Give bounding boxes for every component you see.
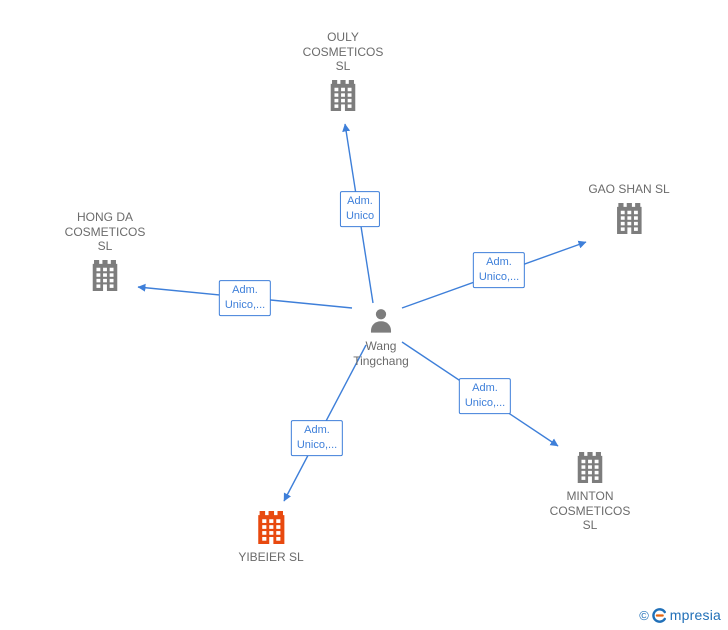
person-icon <box>367 307 395 335</box>
edge-label-hongda[interactable]: Adm. Unico,... <box>218 280 272 316</box>
node-minton-cosmeticos[interactable]: MINTON COSMETICOS SL <box>548 452 632 533</box>
building-icon <box>577 452 603 483</box>
node-person-wang-tingchang[interactable]: Wang Tingchang <box>350 307 412 368</box>
empresia-logo-e-icon <box>652 607 666 623</box>
node-ouly-cosmeticos[interactable]: OULY COSMETICOS SL <box>301 30 385 111</box>
building-icon <box>616 203 642 234</box>
node-label-minton: MINTON COSMETICOS SL <box>549 489 631 533</box>
node-gao-shan[interactable]: GAO SHAN SL <box>588 182 670 234</box>
brand-text: mpresia <box>669 607 721 623</box>
node-label-yibeier: YIBEIER SL <box>238 550 304 564</box>
building-icon <box>92 260 118 291</box>
copyright-symbol: © <box>639 607 649 623</box>
edge-label-yibeier[interactable]: Adm. Unico,... <box>290 420 344 456</box>
node-label-hongda: HONG DA COSMETICOS SL <box>64 210 146 254</box>
building-icon <box>330 80 356 111</box>
node-label-ouly: OULY COSMETICOS SL <box>302 30 384 74</box>
edge-label-minton[interactable]: Adm. Unico,... <box>458 378 512 414</box>
edge-label-gaoshan[interactable]: Adm. Unico,... <box>472 252 526 288</box>
edge-label-ouly[interactable]: Adm. Unico <box>339 191 381 227</box>
node-hong-da[interactable]: HONG DA COSMETICOS SL <box>63 210 147 291</box>
node-yibeier[interactable]: YIBEIER SL <box>238 511 304 565</box>
node-label-gaoshan: GAO SHAN SL <box>588 182 670 196</box>
building-icon-highlighted <box>257 511 285 544</box>
person-name: Wang Tingchang <box>353 339 409 368</box>
empresia-brand-link[interactable]: © mpresia <box>639 607 721 623</box>
